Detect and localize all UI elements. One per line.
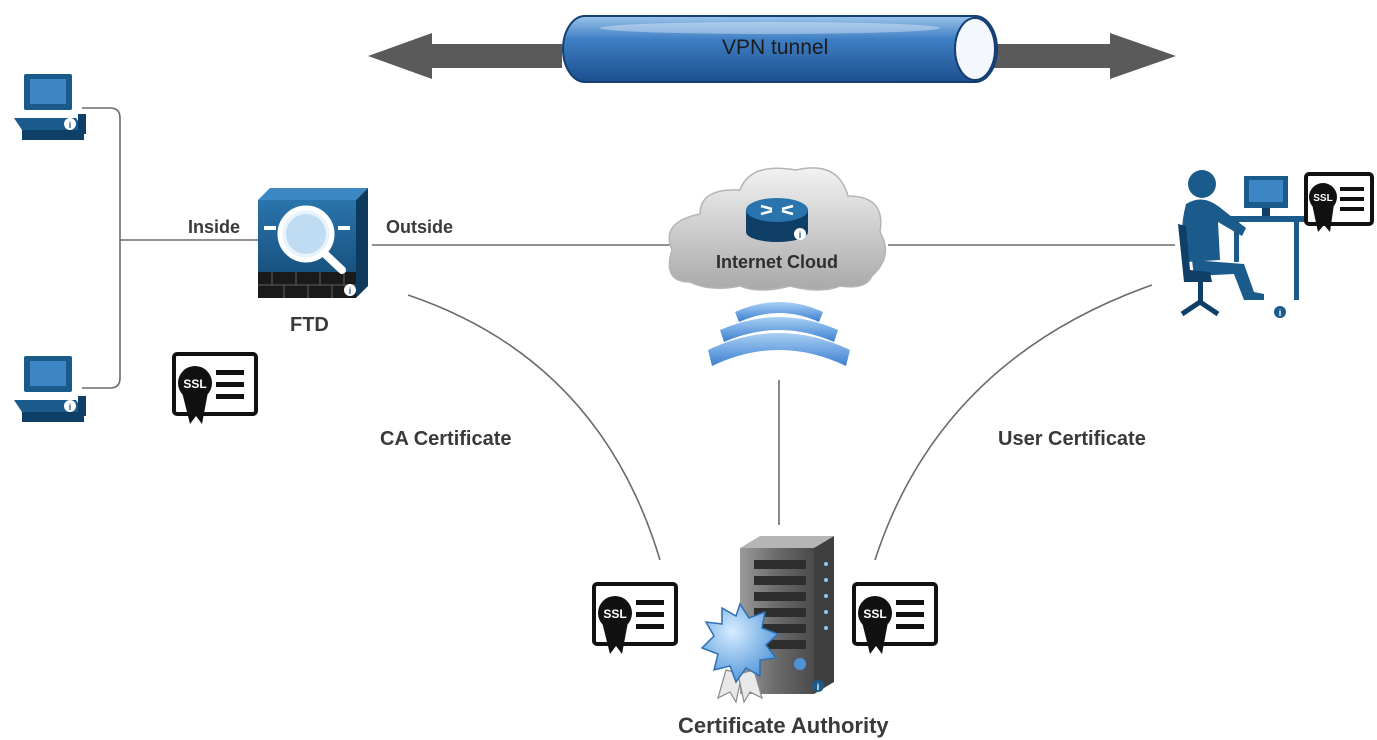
svg-text:SSL: SSL [863,607,886,621]
svg-text:i: i [69,120,72,130]
right-arrowhead [992,33,1176,79]
ftd-label: FTD [290,314,329,336]
user-certificate-label: User Certificate [998,428,1146,450]
tunnel-tube [562,15,998,83]
ssl-certificate-icon: SSL [852,582,938,654]
tunnel-opening [954,17,996,81]
internet-cloud-label: Internet Cloud [716,252,838,272]
ssl-certificate-icon: SSL [172,352,258,424]
outside-label: Outside [386,217,454,237]
svg-text:SSL: SSL [603,607,626,621]
vpn-tunnel-label: VPN tunnel [722,36,829,59]
svg-text:i: i [69,402,72,412]
connection-lines [82,107,1175,561]
svg-text:i: i [349,286,352,296]
ssl-certificate-icon: SSL [1304,172,1374,232]
user-certificate-curve [874,284,1153,561]
workstation-icon: i [14,356,86,422]
firewall-icon: i [258,188,368,298]
svg-text:i: i [799,230,802,240]
vpn-tunnel [368,15,1176,83]
left-arrowhead [368,33,562,79]
ssl-certificate-icon: SSL [592,582,678,654]
cloud-icon: i [668,167,887,291]
ca-certificate-curve [407,294,661,561]
svg-text:SSL: SSL [183,377,206,391]
certificate-authority-label: Certificate Authority [678,713,889,738]
svg-text:i: i [1279,308,1282,318]
user-at-desk-icon: i [1178,170,1310,318]
svg-text:i: i [817,682,820,692]
seal-icon [700,602,780,704]
inside-label: Inside [188,217,241,237]
wireless-icon [708,302,850,366]
ca-certificate-label: CA Certificate [380,428,512,450]
router-icon: i [746,198,808,242]
tunnel-highlight [600,22,940,34]
svg-text:SSL: SSL [1313,193,1332,204]
lan-bus-line [82,107,121,389]
workstation-icon: i [14,74,86,140]
